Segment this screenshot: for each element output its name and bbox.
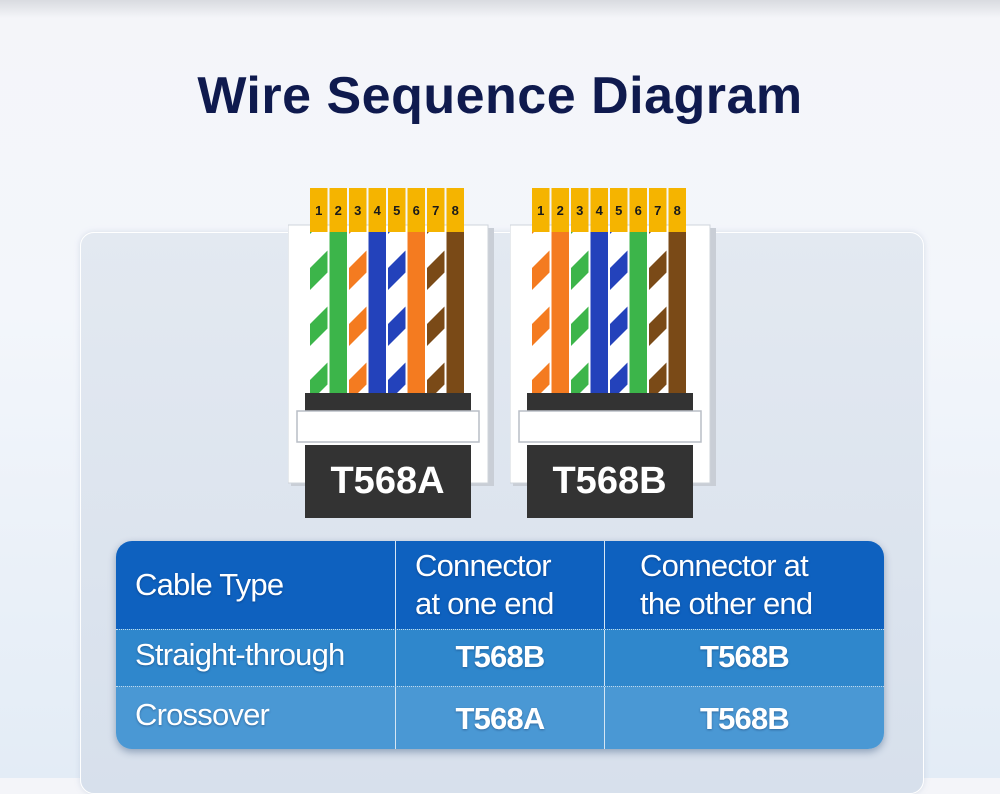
other-end-cell: T568B bbox=[604, 687, 884, 749]
wire-8 bbox=[446, 230, 464, 393]
wire-7 bbox=[427, 230, 445, 393]
pin-contact-6 bbox=[407, 188, 425, 232]
cable-type-table: Cable Type Connector at one end Connecto… bbox=[116, 541, 884, 749]
pin-number-2: 2 bbox=[557, 203, 564, 218]
pin-contact-3 bbox=[571, 188, 589, 232]
top-shadow bbox=[0, 0, 1000, 18]
pin-contact-3 bbox=[349, 188, 367, 232]
pin-contact-7 bbox=[427, 188, 445, 232]
pin-contact-8 bbox=[446, 188, 464, 232]
table-row: Straight-through T568B T568B bbox=[116, 629, 884, 687]
pin-number-3: 3 bbox=[354, 203, 361, 218]
header-cable-type: Cable Type bbox=[135, 567, 284, 602]
connector-t568b-label: T568B bbox=[552, 460, 667, 502]
pin-contact-1 bbox=[310, 188, 328, 232]
wire-1 bbox=[532, 230, 550, 393]
table-header-row: Cable Type Connector at one end Connecto… bbox=[116, 541, 884, 629]
wire-2 bbox=[551, 230, 569, 393]
wire-3 bbox=[349, 230, 367, 393]
pin-number-1: 1 bbox=[537, 203, 544, 218]
boot-strip bbox=[296, 410, 480, 443]
wire-4 bbox=[368, 230, 386, 393]
pin-number-1: 1 bbox=[315, 203, 322, 218]
pin-number-6: 6 bbox=[413, 203, 420, 218]
label-block bbox=[305, 445, 471, 518]
pin-number-4: 4 bbox=[374, 203, 382, 218]
wire-7 bbox=[649, 230, 667, 393]
page-title: Wire Sequence Diagram bbox=[197, 67, 803, 125]
pin-number-5: 5 bbox=[393, 203, 400, 218]
wire-2 bbox=[329, 230, 347, 393]
pin-number-8: 8 bbox=[674, 203, 681, 218]
pin-number-7: 7 bbox=[654, 203, 661, 218]
pin-contact-1 bbox=[532, 188, 550, 232]
wire-4 bbox=[590, 230, 608, 393]
one-end-cell: T568B bbox=[395, 630, 604, 687]
one-end-cell: T568A bbox=[395, 687, 604, 749]
label-block bbox=[527, 445, 693, 518]
wire-6 bbox=[407, 230, 425, 393]
pin-contact-4 bbox=[368, 188, 386, 232]
wire-8 bbox=[668, 230, 686, 393]
crimp-bar bbox=[305, 393, 471, 413]
header-connector-other-end: Connector at the other end bbox=[604, 541, 884, 629]
pin-number-5: 5 bbox=[615, 203, 622, 218]
connector-t568a-label: T568A bbox=[330, 460, 445, 502]
pin-contact-5 bbox=[610, 188, 628, 232]
pin-contact-5 bbox=[388, 188, 406, 232]
boot-strip bbox=[518, 410, 702, 443]
crimp-bar bbox=[527, 393, 693, 413]
pin-contact-7 bbox=[649, 188, 667, 232]
pin-number-3: 3 bbox=[576, 203, 583, 218]
wire-5 bbox=[610, 230, 628, 393]
table-row: Crossover T568A T568B bbox=[116, 686, 884, 749]
pin-contact-4 bbox=[590, 188, 608, 232]
pin-number-8: 8 bbox=[452, 203, 459, 218]
wire-3 bbox=[571, 230, 589, 393]
pin-number-4: 4 bbox=[596, 203, 604, 218]
pin-contact-8 bbox=[668, 188, 686, 232]
pin-contact-2 bbox=[551, 188, 569, 232]
wire-5 bbox=[388, 230, 406, 393]
wire-6 bbox=[629, 230, 647, 393]
cable-type-cell: Crossover bbox=[135, 697, 270, 732]
header-connector-one-end: Connector at one end bbox=[395, 541, 604, 629]
pin-number-7: 7 bbox=[432, 203, 439, 218]
other-end-cell: T568B bbox=[604, 630, 884, 687]
pin-number-6: 6 bbox=[635, 203, 642, 218]
pin-contact-2 bbox=[329, 188, 347, 232]
wire-1 bbox=[310, 230, 328, 393]
pin-number-2: 2 bbox=[335, 203, 342, 218]
pin-contact-6 bbox=[629, 188, 647, 232]
cable-type-cell: Straight-through bbox=[135, 637, 345, 672]
